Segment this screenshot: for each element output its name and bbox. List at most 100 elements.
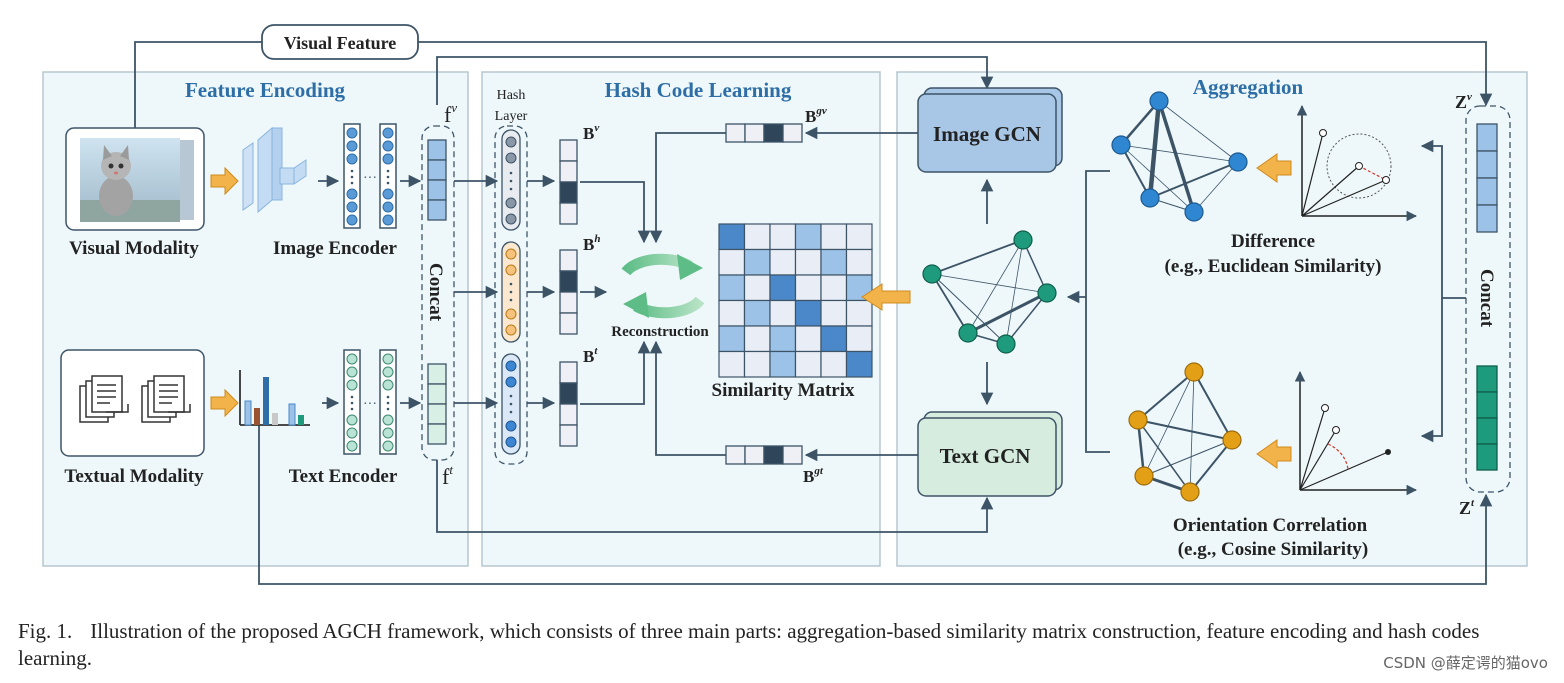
- matrix-cell: [845, 223, 873, 251]
- text-gcn-box[interactable]: [917, 411, 1063, 497]
- bt-symbol: Bt: [583, 345, 598, 366]
- matrix-cell: [794, 350, 822, 378]
- concat-right-label: Concat: [1476, 269, 1497, 328]
- matrix-cell: [769, 223, 797, 251]
- concat-left-label: Concat: [425, 263, 446, 322]
- svg-text:···: ···: [363, 171, 377, 186]
- text-gcn-label: Text GCN: [940, 444, 1031, 468]
- orientation-label: Orientation Correlation: [1173, 515, 1368, 536]
- cosine-plot: [1294, 370, 1418, 496]
- cat-image: [80, 138, 194, 222]
- graph-to-matrix-arrow: [861, 283, 911, 311]
- agch-framework-diagram: Feature Encoding Hash Code Learning Aggr…: [42, 24, 1528, 585]
- matrix-cell: [769, 299, 797, 327]
- matrix-cell: [743, 248, 771, 276]
- reconstruction-arrows: [580, 132, 726, 456]
- hash-layer-box: [494, 125, 528, 465]
- matrix-cell: [820, 350, 848, 378]
- cnn-icon: [242, 126, 307, 214]
- matrix-cell: [845, 350, 873, 378]
- watermark: CSDN @薛定谔的猫ovo: [1383, 654, 1548, 672]
- text-input-arrow: [210, 388, 239, 418]
- similarity-matrix: [718, 223, 873, 378]
- document-icons: [79, 375, 191, 423]
- image-gcn-label: Image GCN: [933, 122, 1041, 146]
- figure-caption: Fig. 1.Illustration of the proposed AGCH…: [18, 618, 1548, 672]
- difference-graph: [1111, 91, 1248, 222]
- image-fc-layers: ···: [343, 123, 397, 229]
- hash-neurons-joint: [501, 241, 521, 343]
- matrix-cell: [794, 274, 822, 302]
- reconstruction-label: Reconstruction: [611, 324, 709, 340]
- matrix-cell: [794, 325, 822, 353]
- aggregation-title: Aggregation: [1193, 75, 1304, 99]
- matrix-cell: [743, 274, 771, 302]
- similarity-matrix-label: Similarity Matrix: [712, 380, 855, 401]
- bottom-connectors: [258, 418, 1493, 585]
- merge-bracket: [1066, 170, 1110, 453]
- feature-encoding-title: Feature Encoding: [185, 78, 346, 102]
- hash-output-arrows: [527, 174, 556, 410]
- bv-symbol: Bv: [583, 122, 599, 143]
- ft-symbol: ft: [442, 462, 453, 489]
- bv-code-vector: [559, 139, 578, 225]
- bh-code-vector: [559, 249, 578, 335]
- matrix-cell: [769, 325, 797, 353]
- histogram-icon: [239, 370, 310, 426]
- hash-neurons-image: [501, 129, 521, 231]
- bgt-code-vector: [725, 445, 803, 465]
- bgt-symbol: Bgt: [803, 465, 824, 486]
- difference-arrow: [1256, 153, 1292, 183]
- fused-graph: [922, 230, 1057, 354]
- visual-feature-connector: [134, 41, 1493, 128]
- gcn-arrows: [804, 126, 994, 462]
- text-encoder-label: Text Encoder: [289, 466, 398, 487]
- matrix-cell: [845, 248, 873, 276]
- figure-caption-label: Fig. 1.: [18, 619, 73, 643]
- hash-layer-label-1: Hash: [497, 88, 526, 103]
- visual-input-arrow: [210, 166, 239, 196]
- matrix-cell: [794, 248, 822, 276]
- svg-text:···: ···: [363, 397, 377, 412]
- matrix-cell: [743, 325, 771, 353]
- matrix-cell: [743, 299, 771, 327]
- matrix-cell: [718, 325, 746, 353]
- matrix-cell: [820, 274, 848, 302]
- zv-feature-vector: [1476, 123, 1498, 233]
- concat-left-box: [421, 125, 455, 461]
- matrix-cell: [820, 223, 848, 251]
- orientation-graph: [1128, 362, 1242, 502]
- visual-feature-box: [261, 24, 419, 60]
- concat-split-arrows: [1420, 139, 1466, 443]
- reconstruction-cycle-icon: [621, 253, 705, 319]
- matrix-cell: [820, 325, 848, 353]
- euclidean-plot: [1296, 104, 1418, 222]
- hash-code-learning-title: Hash Code Learning: [605, 78, 792, 102]
- matrix-cell: [769, 274, 797, 302]
- hash-neurons-text: [501, 353, 521, 455]
- matrix-cell: [820, 248, 848, 276]
- text-fc-layers: ···: [343, 349, 397, 455]
- bgv-symbol: Bgv: [805, 105, 827, 126]
- image-encoder-label: Image Encoder: [273, 238, 398, 259]
- ft-feature-vector: [427, 363, 447, 445]
- matrix-cell: [718, 223, 746, 251]
- bh-symbol: Bh: [583, 233, 600, 254]
- matrix-cell: [718, 299, 746, 327]
- zv-symbol: Zv: [1455, 91, 1472, 112]
- matrix-cell: [845, 325, 873, 353]
- matrix-cell: [718, 248, 746, 276]
- hash-layer-label-2: Layer: [495, 109, 528, 124]
- textual-modality-label: Textual Modality: [64, 466, 204, 487]
- matrix-cell: [820, 299, 848, 327]
- visual-feature-label: Visual Feature: [284, 33, 397, 53]
- matrix-cell: [718, 274, 746, 302]
- orientation-example-label: (e.g., Cosine Similarity): [1178, 539, 1369, 560]
- image-gcn-box[interactable]: [917, 87, 1063, 173]
- visual-modality-label: Visual Modality: [69, 238, 199, 259]
- zt-symbol: Zt: [1459, 497, 1475, 518]
- matrix-cell: [769, 248, 797, 276]
- matrix-cell: [743, 223, 771, 251]
- orientation-arrow: [1256, 439, 1292, 469]
- bgv-code-vector: [725, 123, 803, 143]
